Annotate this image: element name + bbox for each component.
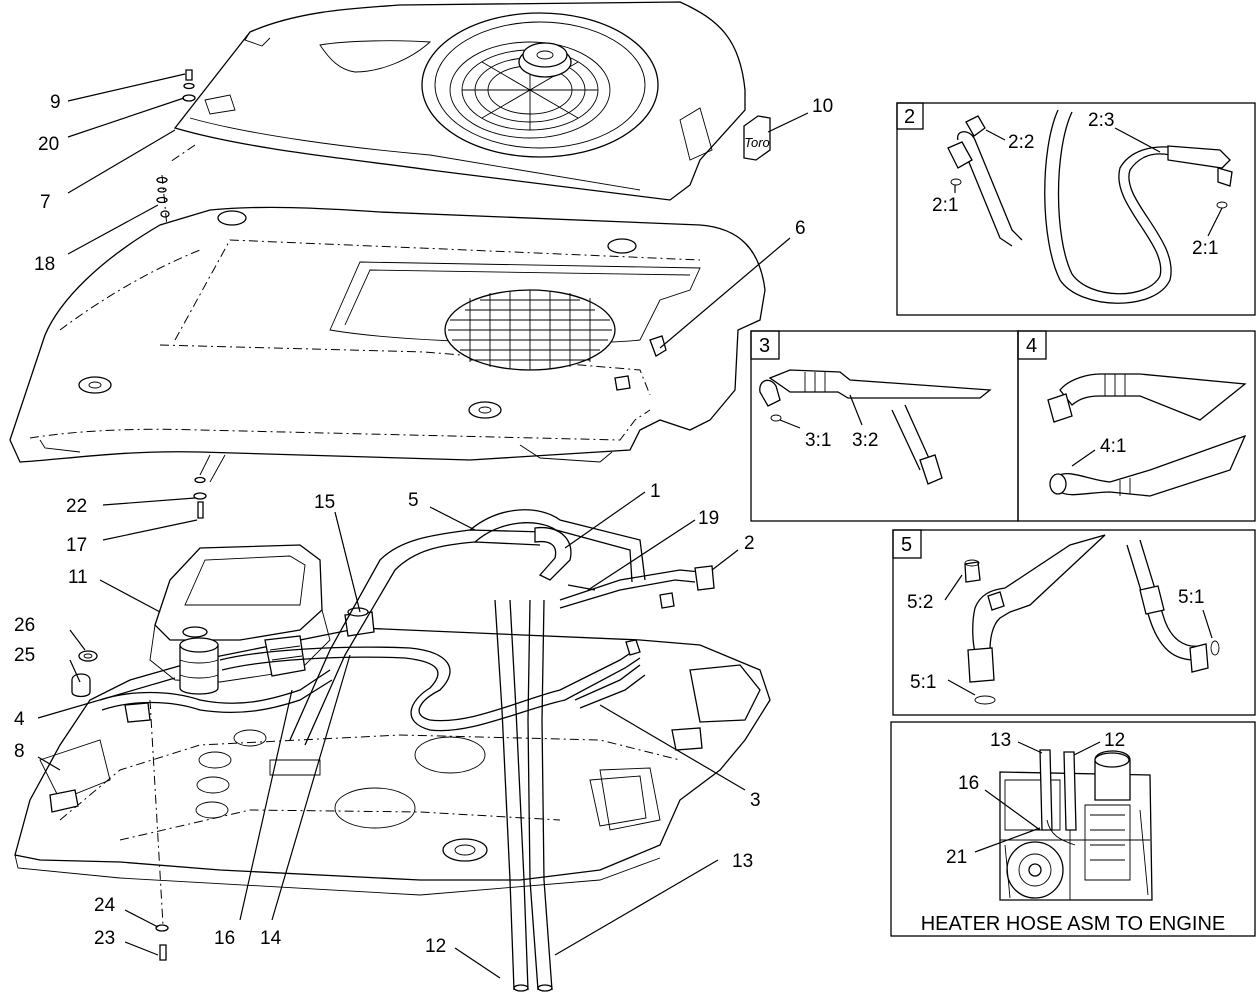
- callout-14: 14: [260, 928, 282, 949]
- filter-canister: [179, 626, 219, 695]
- engine-detail-box: 13 12 16 21 HEATER HOSE ASM TO ENGINE: [890, 721, 1256, 937]
- svg-text:2:2: 2:2: [1008, 132, 1034, 153]
- svg-text:5:1: 5:1: [910, 672, 936, 693]
- callout-24: 24: [94, 895, 116, 916]
- svg-text:4: 4: [1026, 335, 1037, 357]
- valve-block: [264, 635, 306, 677]
- hoses: [99, 509, 715, 992]
- headliner-panel: [9, 206, 766, 483]
- callout-1: 1: [650, 481, 661, 502]
- svg-text:12: 12: [1104, 730, 1125, 751]
- svg-text:3:1: 3:1: [805, 430, 831, 451]
- svg-text:2:1: 2:1: [932, 195, 958, 216]
- svg-text:2: 2: [904, 106, 915, 128]
- svg-text:3: 3: [759, 335, 770, 357]
- svg-text:21: 21: [946, 847, 967, 868]
- callout-labels: 9 20 7 18 10 6 22 17 11 26 25 4 8 15 5 1…: [14, 92, 833, 957]
- fasteners-lower-left: [193, 476, 207, 519]
- callout-26: 26: [14, 615, 35, 636]
- detail-box-4: 4 4:1: [1017, 330, 1256, 522]
- top-cover: [173, 1, 746, 201]
- callout-20: 20: [38, 134, 59, 155]
- leader-lines: [37, 73, 809, 979]
- callout-15: 15: [314, 492, 335, 513]
- callout-11: 11: [68, 567, 88, 588]
- svg-text:2:1: 2:1: [1192, 238, 1218, 259]
- callout-6: 6: [795, 218, 806, 239]
- svg-text:4:1: 4:1: [1100, 436, 1126, 457]
- callout-23: 23: [94, 928, 115, 949]
- svg-text:2:3: 2:3: [1088, 110, 1114, 131]
- svg-text:13: 13: [990, 730, 1011, 751]
- callout-18: 18: [34, 254, 55, 275]
- toro-decal: Toro: [743, 115, 771, 161]
- callout-3: 3: [750, 790, 761, 811]
- callout-9: 9: [50, 92, 61, 113]
- detail-box-3: 3 3:1 3:2: [750, 330, 1019, 522]
- svg-text:16: 16: [958, 773, 979, 794]
- callout-19: 19: [698, 508, 719, 529]
- svg-text:5: 5: [901, 534, 912, 556]
- svg-text:Toro: Toro: [744, 135, 770, 150]
- detail-box-2: 2 2:2 2:3 2:1 2:1: [896, 102, 1256, 316]
- callout-22: 22: [66, 496, 87, 517]
- callout-25: 25: [14, 645, 35, 666]
- callout-16: 16: [214, 928, 235, 949]
- svg-text:5:2: 5:2: [907, 592, 933, 613]
- callout-17: 17: [66, 535, 87, 556]
- callout-13: 13: [732, 851, 753, 872]
- detail-box-5: 5 5:2 5:1 5:1: [892, 529, 1256, 716]
- callout-5: 5: [408, 490, 419, 511]
- callout-10: 10: [812, 96, 833, 117]
- engine-detail-caption: HEATER HOSE ASM TO ENGINE: [921, 913, 1226, 935]
- callout-7: 7: [40, 192, 51, 213]
- callout-8: 8: [14, 741, 25, 762]
- base-pan: [14, 627, 771, 896]
- callout-2: 2: [744, 533, 755, 554]
- fasteners-bottom: [149, 699, 169, 961]
- callout-4: 4: [14, 709, 25, 730]
- callout-12: 12: [425, 936, 446, 957]
- svg-text:5:1: 5:1: [1178, 587, 1204, 608]
- svg-text:3:2: 3:2: [852, 430, 878, 451]
